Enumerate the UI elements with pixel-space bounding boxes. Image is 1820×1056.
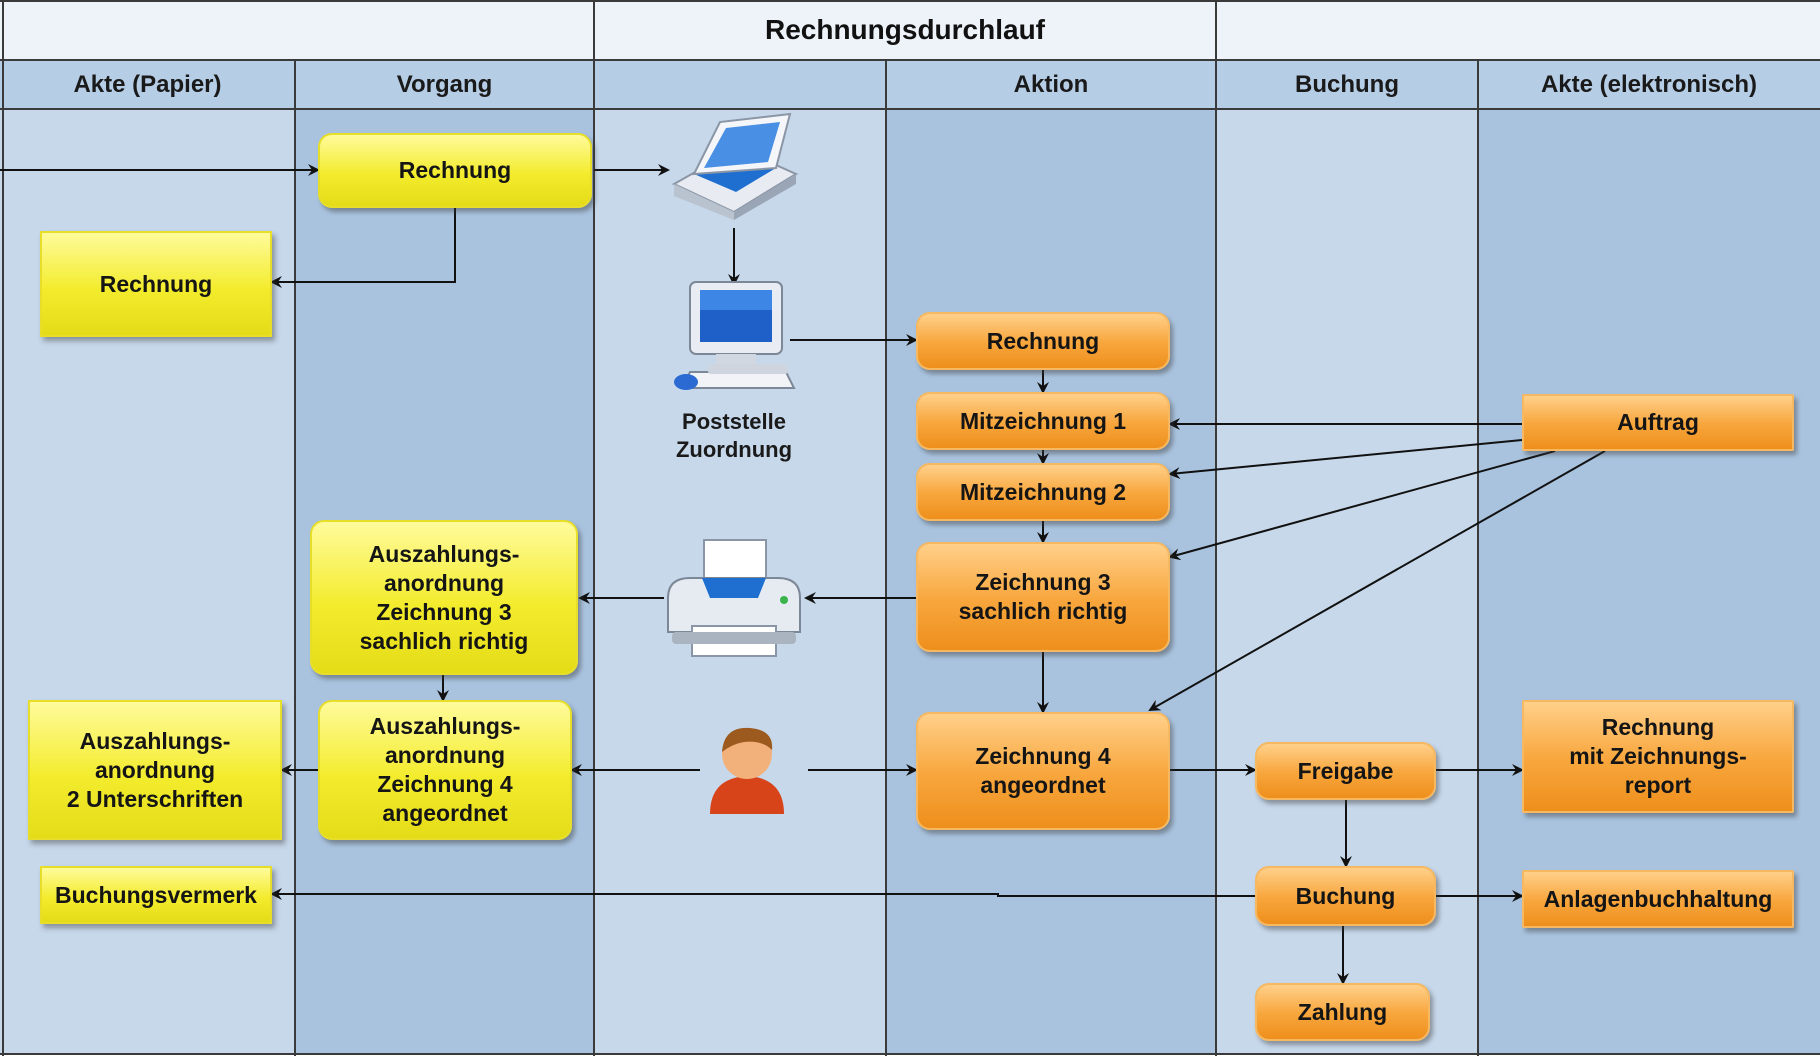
grid-line <box>1477 59 1479 1056</box>
scanner-icon <box>671 112 799 220</box>
grid-line <box>0 1053 1820 1055</box>
node-anlagenbuchhaltung: Anlagenbuchhaltung <box>1522 870 1794 928</box>
arrow-auftrag-to-mitzeichnung2 <box>1168 439 1523 480</box>
grid-line <box>0 59 1820 61</box>
node-mitzeichnung-2: Mitzeichnung 2 <box>916 463 1170 521</box>
grid-line <box>2 0 4 1056</box>
grid-line <box>0 0 1820 2</box>
grid-line <box>593 0 595 1056</box>
lane-header-aktion: Aktion <box>886 60 1217 109</box>
grid-line <box>1215 0 1217 1056</box>
lane-header-vorgang: Vorgang <box>295 60 595 109</box>
grid-line <box>0 108 1820 110</box>
lane-header-buchung: Buchung <box>1216 60 1479 109</box>
arrow-rechnung-to-akte <box>270 208 456 288</box>
node-buchungsvermerk: Buchungsvermerk <box>40 866 272 924</box>
lane-header-unlabeled <box>594 60 887 109</box>
node-auszahlung-zeichnung3: Auszahlungs- anordnung Zeichnung 3 sachl… <box>310 520 578 675</box>
lane-header-akte-papier: Akte (Papier) <box>0 60 296 109</box>
person-icon <box>710 727 784 814</box>
grid-line <box>294 59 296 1056</box>
lane-header-akte-elektronisch: Akte (elektronisch) <box>1478 60 1820 109</box>
node-rechnung-report: Rechnung mit Zeichnungs- report <box>1522 700 1794 813</box>
node-auszahlung-zeichnung4: Auszahlungs- anordnung Zeichnung 4 angeo… <box>318 700 572 840</box>
node-rechnung-aktion: Rechnung <box>916 312 1170 370</box>
node-auftrag: Auftrag <box>1522 394 1794 451</box>
node-zahlung: Zahlung <box>1255 983 1430 1041</box>
arrow-auftrag-to-zeichnung4 <box>1148 450 1606 711</box>
node-mitzeichnung-1: Mitzeichnung 1 <box>916 392 1170 450</box>
arrow-auftrag-to-zeichnung3 <box>1168 450 1556 561</box>
title-cell-right <box>1216 0 1820 60</box>
node-zeichnung-4: Zeichnung 4 angeordnet <box>916 712 1170 830</box>
node-auszahlung-akte: Auszahlungs- anordnung 2 Unterschriften <box>28 700 282 840</box>
node-buchung: Buchung <box>1255 866 1436 926</box>
diagram-title: Rechnungsdurchlauf <box>594 0 1216 60</box>
node-zeichnung-3: Zeichnung 3 sachlich richtig <box>916 542 1170 652</box>
node-rechnung-akte: Rechnung <box>40 231 272 337</box>
arrow-buchung-to-buchungsvermerk <box>270 888 1255 900</box>
node-rechnung-vorgang: Rechnung <box>318 133 592 208</box>
title-cell-left <box>0 0 594 60</box>
grid-line <box>885 59 887 1056</box>
computer-caption: Poststelle Zuordnung <box>675 409 793 462</box>
node-freigabe: Freigabe <box>1255 742 1436 800</box>
computer-icon <box>674 281 796 390</box>
printer-icon <box>667 539 801 657</box>
